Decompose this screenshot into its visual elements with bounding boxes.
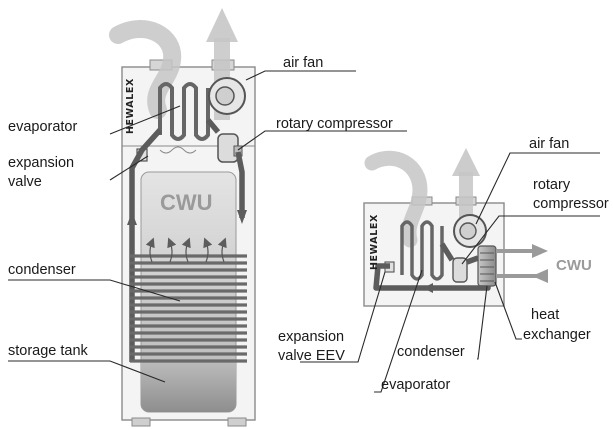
label-rotary-compressor: rotary compressor	[276, 116, 393, 132]
right-air-fan-rotor	[459, 222, 477, 240]
right-evaporator-coil	[400, 220, 444, 281]
right-labels: air fan rotary compressor heat exchanger…	[278, 136, 609, 393]
left-labels: air fan evaporator rotary compressor exp…	[8, 55, 393, 359]
left-leader-lines	[8, 70, 407, 383]
refrigerant-return-top	[205, 118, 221, 134]
label-storage-tank: storage tank	[8, 343, 89, 359]
label-expansion-valve-line1: expansion	[8, 155, 74, 171]
label-air-fan: air fan	[283, 55, 323, 71]
exhaust-air-arrowhead	[206, 8, 238, 42]
right-refrigerant-flow-arrow	[423, 283, 433, 293]
intake-air-arrow	[109, 20, 182, 119]
label-right-condenser: condenser	[397, 344, 465, 360]
label-right-heat-exchanger-line2: exchanger	[523, 327, 591, 343]
right-heat-exchanger	[477, 245, 497, 287]
refrigerant-loop-right	[235, 151, 245, 218]
right-rotary-compressor	[452, 257, 468, 283]
label-right-expansion-line2: valve EEV	[278, 348, 345, 364]
right-foot	[227, 417, 247, 427]
water-out-arrowhead	[532, 244, 548, 258]
storage-tank-bottom	[141, 360, 236, 412]
condenser-coil	[130, 254, 247, 363]
right-refrigerant-loop	[373, 263, 491, 291]
capillary-tube	[159, 146, 197, 154]
label-expansion-valve-line2: valve	[8, 174, 42, 190]
right-refrigerant-top	[439, 242, 479, 265]
air-fan-rotor	[215, 86, 235, 106]
right-water-cwu-label: CWU	[556, 257, 592, 274]
right-heat-pump-unit: HEWALEX CWU	[363, 148, 592, 307]
right-exhaust-air-arrowhead	[452, 148, 480, 176]
refrigerant-down-arrow	[237, 210, 247, 224]
label-right-air-fan: air fan	[529, 136, 569, 152]
label-condenser: condenser	[8, 262, 76, 278]
label-evaporator: evaporator	[8, 119, 77, 135]
label-right-rotary-line1: rotary	[533, 177, 571, 193]
left-tank-cwu-label: CWU	[160, 190, 213, 215]
left-brand-logo: HEWALEX	[125, 78, 136, 134]
evaporator-coil	[158, 82, 210, 141]
refrigerant-loop-left	[129, 128, 163, 362]
label-right-expansion-line1: expansion	[278, 329, 344, 345]
right-brand-logo: HEWALEX	[369, 214, 380, 270]
label-right-heat-exchanger-line1: heat	[531, 307, 559, 323]
label-right-evaporator: evaporator	[381, 377, 450, 393]
label-right-rotary-line2: compressor	[533, 196, 609, 212]
right-leader-lines	[300, 152, 600, 393]
left-heat-pump-unit: HEWALEX CWU	[109, 8, 256, 427]
left-foot	[131, 417, 151, 427]
heat-rise-arrows	[145, 237, 227, 263]
water-in-arrowhead	[532, 269, 548, 283]
refrigerant-riser-arrow	[127, 212, 137, 225]
